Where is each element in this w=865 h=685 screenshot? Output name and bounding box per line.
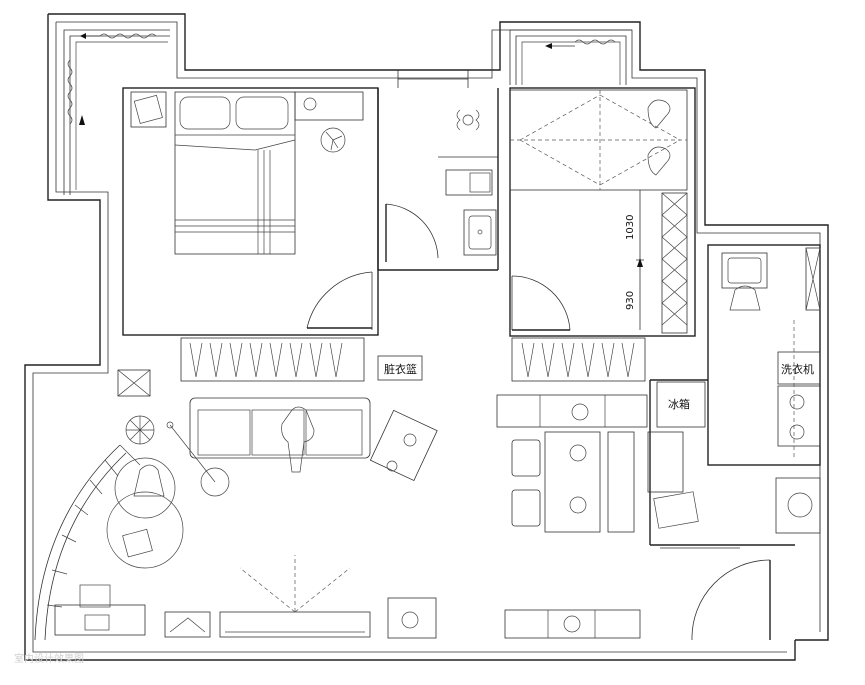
kitchen-cabinet-low — [647, 431, 699, 529]
lounge-chairs — [106, 457, 184, 569]
washer: 洗衣机 — [777, 351, 821, 385]
balcony-left — [63, 29, 170, 195]
floor-lamp — [166, 421, 230, 497]
shower-icon — [456, 109, 480, 131]
tv-cabinet — [164, 555, 371, 638]
washing-machine — [775, 477, 821, 534]
laundry-basket-label: 脏衣篮 — [384, 362, 417, 376]
gas-stove — [777, 385, 821, 447]
desk — [54, 584, 146, 636]
fridge-label: 冰箱 — [668, 397, 690, 411]
bedroom-right-door — [511, 275, 571, 331]
wardrobe-left — [180, 337, 365, 382]
tea-table — [369, 409, 438, 482]
kitchen-sink — [721, 252, 768, 311]
washer-label: 洗衣机 — [781, 362, 814, 376]
kitchen-wall-cabinet — [805, 247, 821, 311]
washbasin — [463, 209, 497, 256]
dimension-lines: 1030 930 — [625, 190, 644, 330]
watermark: 室内设计效果图 — [14, 652, 84, 665]
sofa — [189, 397, 371, 473]
bar-counter — [607, 431, 635, 533]
window-small — [117, 369, 151, 397]
toilet — [445, 169, 493, 196]
dining-chairs — [511, 439, 541, 527]
fan-icon — [320, 127, 346, 153]
wardrobe-middle — [511, 337, 646, 382]
entrance-door — [691, 559, 771, 641]
balcony-right — [509, 29, 632, 85]
bedroom-left-door — [306, 271, 373, 330]
dimension-lower: 930 — [625, 291, 636, 310]
nightstand-right — [294, 91, 364, 121]
bay-window — [34, 444, 141, 641]
bed-left — [174, 91, 296, 255]
nightstand-left — [130, 91, 167, 128]
bed-right — [509, 89, 688, 191]
dining-cabinet — [496, 394, 648, 428]
dimension-upper: 1030 — [625, 215, 636, 240]
plant-icon — [125, 415, 155, 445]
side-cabinet — [387, 597, 437, 639]
shoe-cabinet — [504, 609, 641, 639]
laundry-basket: 脏衣篮 — [377, 355, 423, 381]
fridge: 冰箱 — [656, 381, 706, 428]
interior-walls — [122, 70, 821, 546]
wardrobe-right — [661, 192, 688, 334]
bathroom-door — [385, 203, 439, 262]
dining-table — [544, 431, 601, 533]
